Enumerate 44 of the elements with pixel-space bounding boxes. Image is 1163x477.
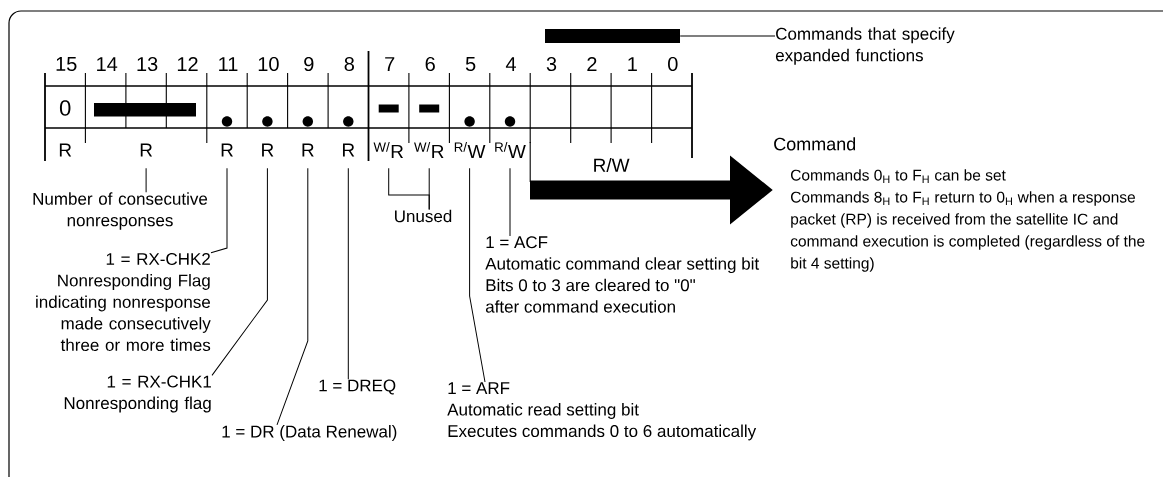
annotation-text: 1 = ACF Automatic command clear setting bit Bits 0 to 3 are cleared to "0" after command execution xyxy=(485,236,760,313)
access-label: R xyxy=(221,143,233,157)
access-label: R xyxy=(59,143,72,157)
annotation-text: 1 = DREQ xyxy=(319,379,396,395)
leader-line xyxy=(276,167,309,426)
bar-marker xyxy=(545,29,680,43)
leader-line xyxy=(509,167,511,237)
leader-line xyxy=(210,167,228,254)
access-label: $^{R/}$W xyxy=(454,142,486,158)
leader-line xyxy=(145,167,147,193)
bit-value: 0 xyxy=(59,100,71,116)
bit-number: 4 xyxy=(505,57,516,71)
annotation-text: Command Commands 0$_{H}$ to F$_{H}$ can be set Commands 8$_{H}$ to F$_{H}$ return to 0$_{H}$ when a response packet (RP) is received from the satellite IC and command execution is completed (regardless of the bit 4 setting) xyxy=(774,137,1145,272)
annotation-text: 1 = DR (Data Renewal) xyxy=(222,425,397,441)
bit-number: 7 xyxy=(385,57,395,71)
leader-line xyxy=(428,167,430,211)
access-label: $^{W/}$R xyxy=(414,142,444,158)
annotation-text: Unused xyxy=(395,209,452,223)
bit-number: 5 xyxy=(465,57,476,71)
bit-number: 13 xyxy=(137,56,158,72)
access-label: R xyxy=(343,143,355,157)
access-label: R/W xyxy=(594,158,630,172)
bit-number: 11 xyxy=(219,57,238,71)
bit-number: 8 xyxy=(344,56,354,72)
bit-number: 9 xyxy=(304,56,314,72)
bit-number: 15 xyxy=(56,57,77,71)
bit-number: 6 xyxy=(425,56,435,72)
bit-number: 10 xyxy=(258,56,279,72)
leader-line xyxy=(211,167,268,376)
annotation-text: 1 = RX-CHK1 Nonresponding flag xyxy=(64,375,211,413)
access-label: $^{W/}$R xyxy=(373,142,404,158)
bit-number: 12 xyxy=(177,57,198,71)
leader-line xyxy=(347,167,349,380)
annotation-text: 1 = ARF Automatic read setting bit Executes commands 0 to 6 automatically xyxy=(447,382,757,441)
access-label: R xyxy=(302,143,314,157)
access-label: R xyxy=(140,143,153,157)
annotation-text: Number of consecutive nonresponses xyxy=(33,192,208,230)
leader-line xyxy=(469,167,486,383)
access-label: R xyxy=(262,143,274,157)
annotation-text: 1 = RX-CHK2 Nonresponding Flag indicating nonresponse made consecutively three or more times xyxy=(36,253,211,352)
annotation-text: Commands that specify expanded functions xyxy=(775,27,955,65)
access-label: $^{R/}$W xyxy=(495,142,526,158)
leader-line xyxy=(679,35,776,37)
bit-number: 14 xyxy=(97,57,118,71)
